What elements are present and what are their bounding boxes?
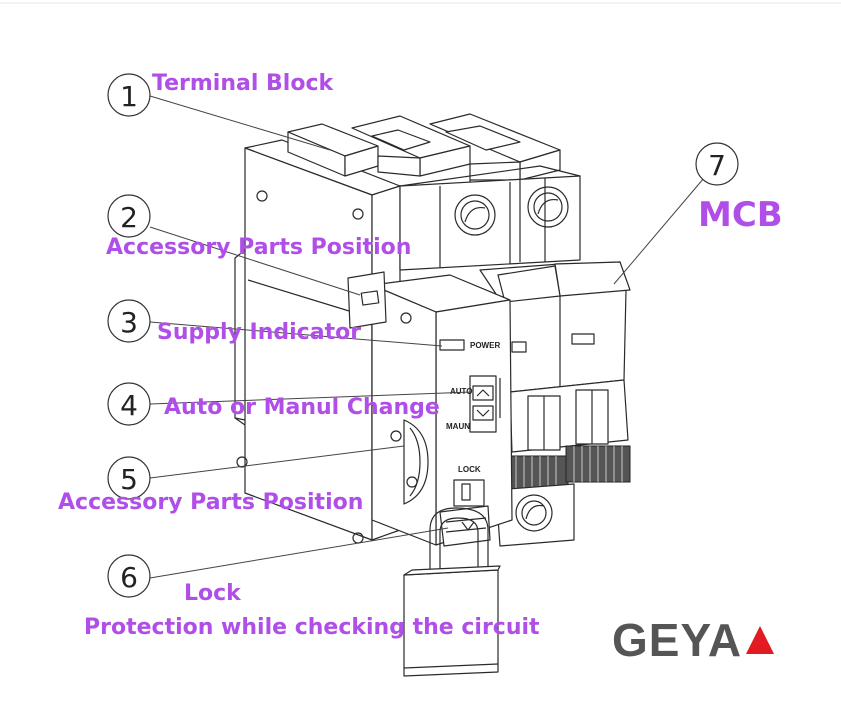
callout-3: 3 Supply Indicator: [107, 299, 361, 345]
auto-manual-switch: [469, 375, 497, 433]
callout-circle: [107, 554, 151, 598]
callout-number: 4: [120, 389, 138, 422]
callout-label: Accessory Parts Position: [106, 235, 411, 260]
callout-circle: [107, 194, 151, 238]
power-text: POWER: [470, 341, 500, 350]
callout-2: 2 Accessory Parts Position: [106, 194, 411, 260]
callout-number: 1: [120, 80, 138, 113]
accessory-window-side: [403, 419, 429, 505]
mcb-modules: [479, 261, 631, 547]
callout-1: 1 Terminal Block: [107, 71, 334, 117]
accessory-module: POWER AUTO MAUN LOCK: [347, 271, 513, 547]
callout-circle: [107, 456, 151, 500]
mcb-top: [399, 175, 581, 271]
accessory-window-top: [347, 271, 387, 329]
callout-4: 4 Auto or Manul Change: [107, 382, 440, 426]
supply-indicator-lamp: [439, 339, 465, 351]
breaker-device: POWER AUTO MAUN LOCK: [234, 113, 631, 677]
callout-6: 6 Lock Protection while checking the cir…: [84, 554, 540, 640]
terminal-block: [287, 113, 581, 197]
callout-7: 7 MCB: [695, 142, 783, 235]
callout-circle: [107, 73, 151, 117]
callout-number: 2: [120, 201, 138, 234]
callout-5: 5 Accessory Parts Position: [58, 456, 363, 515]
callout-circle: [695, 142, 739, 186]
callout-circle: [107, 382, 151, 426]
callout-number: 3: [120, 306, 138, 339]
ribbed-handles: [509, 445, 631, 493]
callout-number: 7: [708, 149, 726, 182]
leader-lines: [149, 95, 705, 579]
auto-text: AUTO: [450, 387, 473, 396]
maun-text: MAUN: [446, 422, 470, 431]
callout-number: 6: [120, 561, 138, 594]
callout-sublabel: Protection while checking the circuit: [84, 615, 540, 640]
brand-name: GEYA: [612, 614, 742, 666]
callout-label: Terminal Block: [152, 71, 334, 96]
callout-circle: [107, 299, 151, 343]
brand-accent-triangle: [746, 626, 774, 654]
padlock: [403, 507, 501, 677]
callout-label: Auto or Manul Change: [164, 395, 440, 420]
lock-text: LOCK: [458, 465, 481, 474]
callout-label: Lock: [184, 581, 242, 606]
geya-logo: GEYA: [612, 614, 774, 666]
callout-label: Supply Indicator: [157, 320, 361, 345]
callout-number: 5: [120, 463, 138, 496]
callout-label: Accessory Parts Position: [58, 490, 363, 515]
screw-holes: [454, 186, 569, 236]
callout-label: MCB: [698, 195, 783, 235]
